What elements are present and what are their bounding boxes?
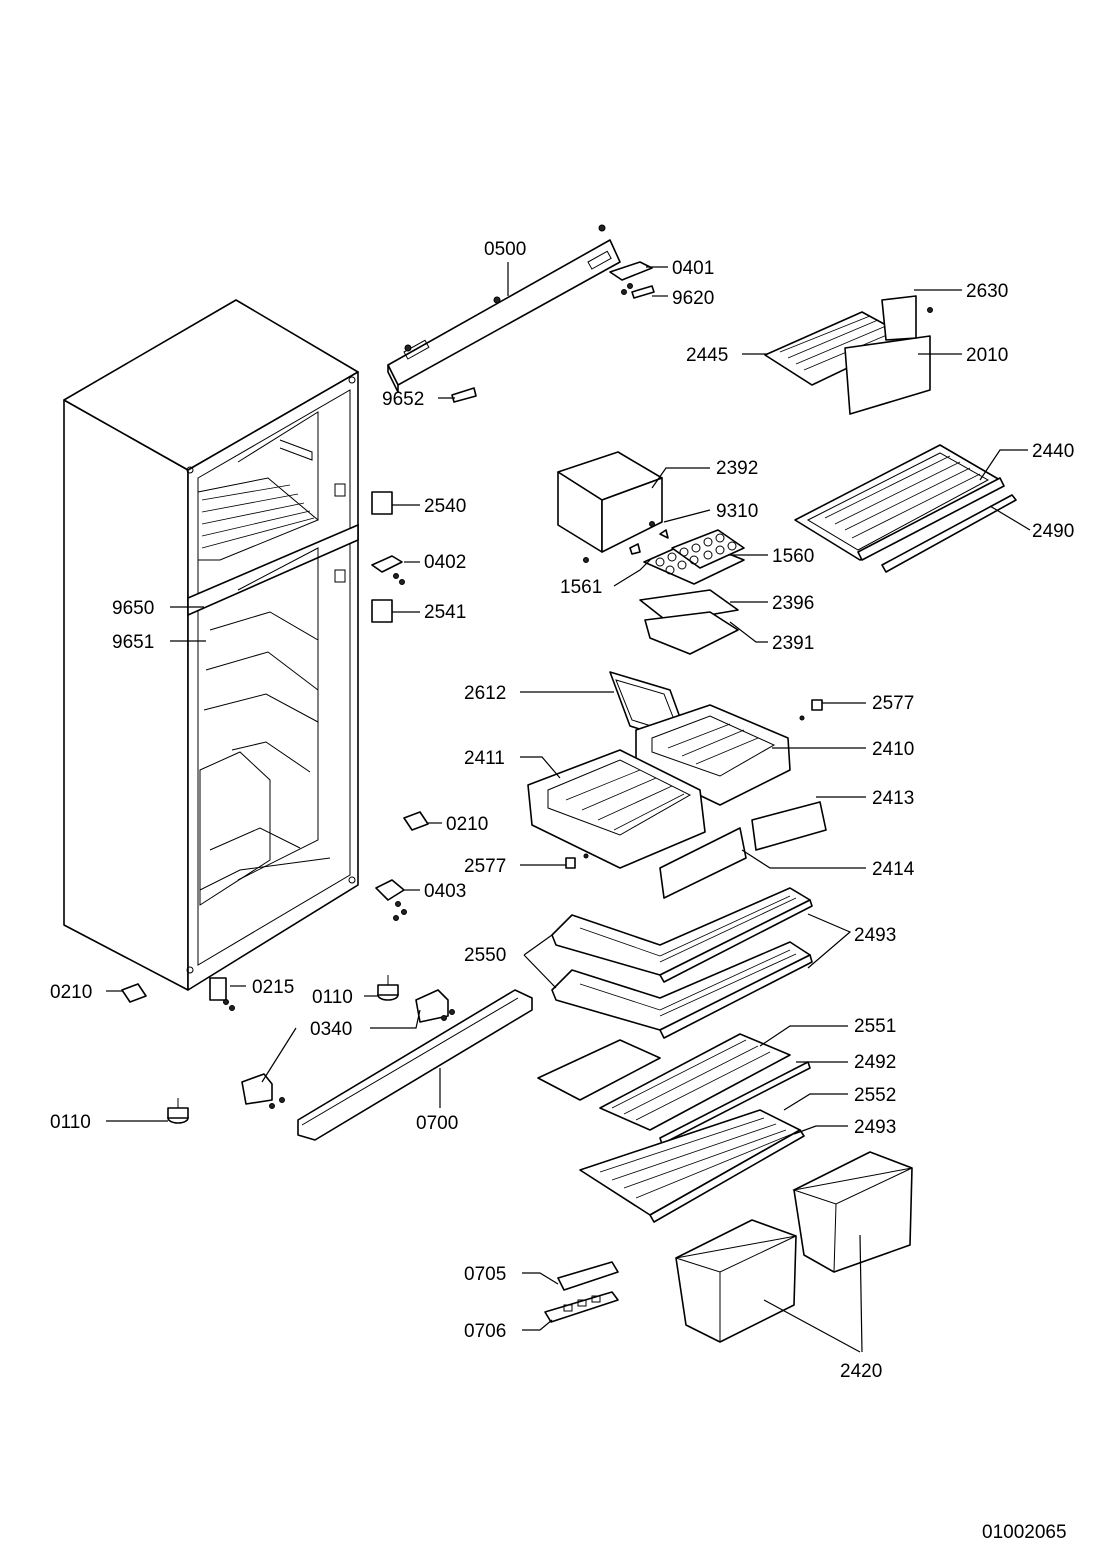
- label-2440: 2440: [1032, 441, 1074, 462]
- label-2420: 2420: [840, 1361, 882, 1382]
- label-2396: 2396: [772, 593, 814, 614]
- door-bins: [675, 1151, 913, 1343]
- label-2414: 2414: [872, 859, 915, 880]
- label-2552: 2552: [854, 1085, 896, 1106]
- adjustable-feet: [167, 975, 399, 1124]
- label-2490: 2490: [1032, 521, 1074, 542]
- label-2492: 2492: [854, 1052, 896, 1073]
- label-0110-lower: 0110: [50, 1112, 91, 1133]
- label-2413: 2413: [872, 788, 914, 809]
- label-2411: 2411: [464, 748, 505, 769]
- fridge-shelf-2552: [579, 1109, 805, 1223]
- label-2445: 2445: [686, 345, 728, 366]
- upper-hinge: [609, 261, 655, 299]
- label-0402: 0402: [424, 552, 466, 573]
- label-2493-upper: 2493: [854, 925, 896, 946]
- label-0705: 0705: [464, 1264, 506, 1285]
- label-2493-lower: 2493: [854, 1117, 896, 1138]
- label-1561: 1561: [560, 577, 602, 598]
- label-2577-lower: 2577: [464, 856, 506, 877]
- label-2541: 2541: [424, 602, 466, 623]
- label-2391: 2391: [772, 633, 814, 654]
- part-labels: 0500 0401 9620 2630 2445 2010 9652 2392 …: [50, 239, 1074, 1543]
- label-2010: 2010: [966, 345, 1008, 366]
- label-0700: 0700: [416, 1113, 458, 1134]
- ice-bin: [639, 589, 739, 655]
- crisper-front-panels: [659, 801, 827, 899]
- top-hinge-cover: [387, 224, 621, 393]
- label-9651: 9651: [112, 632, 154, 653]
- label-0706: 0706: [464, 1321, 506, 1342]
- label-2392: 2392: [716, 458, 758, 479]
- crisper-clips: [565, 699, 823, 869]
- hinge-parts: [121, 491, 429, 1011]
- fridge-shelf-upper: [551, 887, 813, 983]
- label-0401: 0401: [672, 258, 714, 279]
- label-9650: 9650: [112, 598, 154, 619]
- freezer-shelf-assembly: [764, 295, 933, 415]
- ice-trays: [643, 529, 745, 585]
- label-9310: 9310: [716, 501, 758, 522]
- glass-shelf-freezer: [794, 444, 1017, 573]
- label-0210-bottom: 0210: [50, 982, 92, 1003]
- label-2540: 2540: [424, 496, 466, 517]
- label-2577-upper: 2577: [872, 693, 914, 714]
- label-2630: 2630: [966, 281, 1008, 302]
- label-1560: 1560: [772, 546, 814, 567]
- crisper-bin-left: [527, 749, 706, 869]
- label-9620: 9620: [672, 288, 714, 309]
- label-0500: 0500: [484, 239, 526, 260]
- label-0210-middle: 0210: [446, 814, 488, 835]
- bottom-hinges: [241, 989, 455, 1109]
- label-2551: 2551: [854, 1016, 896, 1037]
- label-2410: 2410: [872, 739, 914, 760]
- label-2550: 2550: [464, 945, 506, 966]
- label-0215: 0215: [252, 977, 294, 998]
- document-number: 01002065: [982, 1522, 1067, 1543]
- label-0340: 0340: [310, 1019, 352, 1040]
- label-2612: 2612: [464, 683, 506, 704]
- hinge-cover-plug: [451, 387, 477, 403]
- leader-lines: [106, 262, 1031, 1353]
- fridge-shelf-lower: [551, 941, 813, 1039]
- bottom-grille: [297, 989, 533, 1141]
- ice-box-assembly: [557, 451, 669, 563]
- label-0110-upper: 0110: [312, 987, 353, 1008]
- fridge-shelf-2551: [537, 1033, 811, 1145]
- label-9652: 9652: [382, 389, 424, 410]
- refrigerator-cabinet: [63, 299, 359, 991]
- label-0403: 0403: [424, 881, 466, 902]
- control-panel-parts: [544, 1261, 619, 1323]
